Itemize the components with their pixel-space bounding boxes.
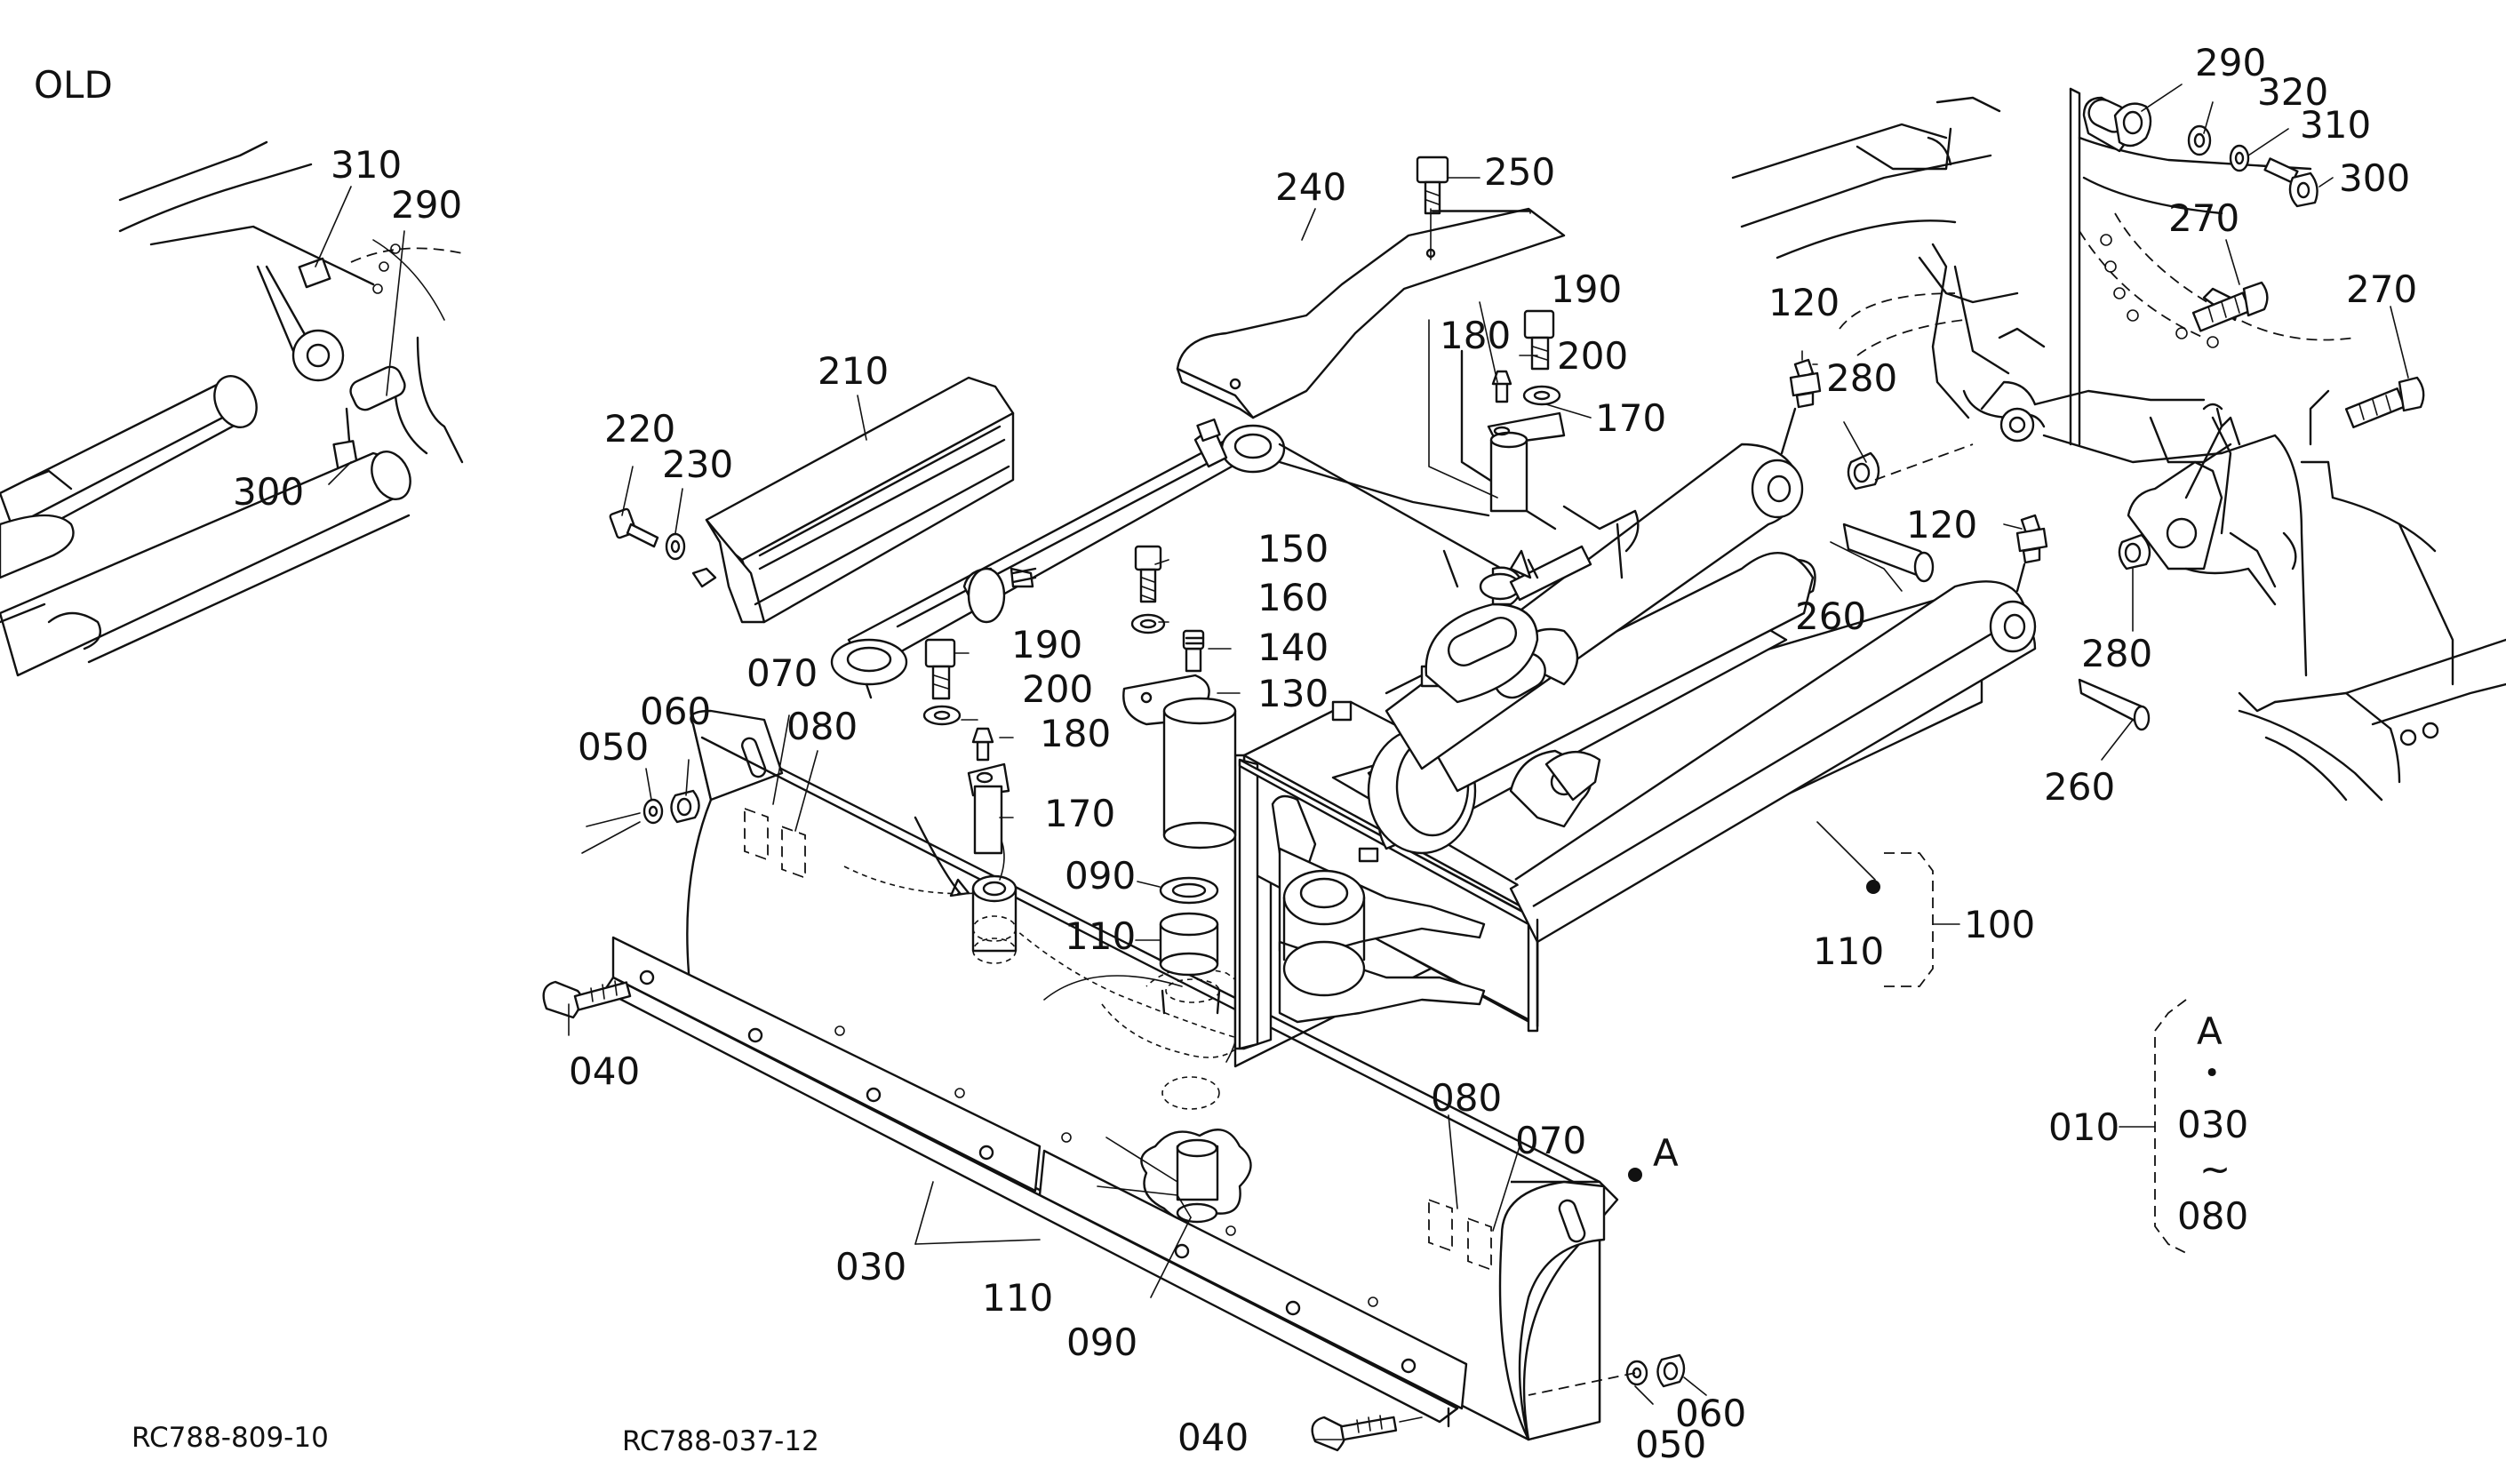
- washer-nut-right: [1528, 1353, 1686, 1396]
- pin-290-assembly: [2082, 96, 2318, 208]
- dozer-blade: [603, 709, 1619, 1441]
- callout-110-bracket: 110: [1813, 929, 1884, 973]
- tilt-cylinder: [830, 418, 1592, 699]
- callout-050-left: 050: [578, 725, 649, 769]
- callout-070-left: 070: [746, 651, 818, 695]
- callout-a: A: [1653, 1131, 1679, 1175]
- callout-030: 030: [835, 1245, 906, 1289]
- washer-nut-left: [581, 789, 700, 854]
- callout-080-right: 080: [1431, 1076, 1502, 1120]
- pivot-bushing-stack: [914, 816, 1018, 964]
- legend-parent-010: 010: [2048, 1105, 2119, 1149]
- legend-tilde: ~: [2199, 1147, 2231, 1191]
- callout-160: 160: [1257, 576, 1329, 619]
- callout-190-left: 190: [1011, 623, 1082, 666]
- callout-050-right: 050: [1635, 1423, 1706, 1466]
- bolt-040-left: [542, 980, 632, 1036]
- bolt-040-bottom: [1311, 1415, 1423, 1452]
- callout-170-left: 170: [1044, 792, 1115, 835]
- grease-fitting-120-right: [2015, 514, 2048, 593]
- callout-070-right: 070: [1515, 1119, 1586, 1162]
- grease-fitting-120-top: [1780, 358, 1822, 455]
- callout-060-right: 060: [1675, 1392, 1746, 1435]
- bolt-270-upper: [2191, 281, 2269, 332]
- callout-110-upper: 110: [1065, 914, 1136, 958]
- callout-120-right: 120: [1906, 503, 1977, 547]
- pivot-pin-170-left: [922, 638, 1010, 855]
- top-cover-plate: [1176, 207, 1566, 419]
- callout-120-top: 120: [1768, 281, 1840, 324]
- callout-220: 220: [604, 407, 675, 451]
- old-callout-300: 300: [233, 470, 304, 514]
- callout-060-left: 060: [640, 690, 711, 733]
- legend-from-030: 030: [2177, 1103, 2248, 1146]
- reference-a-dot: [1628, 1168, 1642, 1182]
- nut-pin-upper: [1842, 443, 1974, 583]
- callout-170-top: 170: [1595, 396, 1666, 440]
- callout-230: 230: [662, 443, 733, 486]
- old-drawing-code: RC788-809-10: [132, 1422, 329, 1454]
- callout-180-left: 180: [1040, 712, 1111, 755]
- callout-280-top: 280: [1826, 356, 1897, 400]
- old-version-inset: OLD 310 290: [0, 63, 464, 1454]
- callout-080-left: 080: [786, 705, 858, 748]
- callout-090-upper: 090: [1065, 854, 1136, 898]
- callout-090-lower: 090: [1066, 1320, 1137, 1364]
- callout-200-left: 200: [1022, 667, 1093, 711]
- callout-130: 130: [1257, 672, 1329, 715]
- callout-100: 100: [1964, 903, 2035, 946]
- old-callout-290: 290: [391, 183, 462, 227]
- bolt-250: [1416, 156, 1449, 215]
- leader-lines: [621, 84, 2409, 1440]
- bushings-upper: [1159, 876, 1221, 1015]
- main-drawing-code: RC788-037-12: [622, 1425, 819, 1457]
- callout-040-left: 040: [569, 1049, 640, 1093]
- callout-250: 250: [1484, 150, 1555, 194]
- callout-210: 210: [818, 349, 889, 393]
- callout-310: 310: [2300, 103, 2371, 147]
- tractor-frame-right: [1731, 87, 2506, 802]
- callout-240: 240: [1275, 165, 1346, 209]
- old-caption: OLD: [34, 63, 113, 107]
- callout-200-top: 200: [1557, 334, 1628, 378]
- callout-260-lower: 260: [2044, 765, 2115, 809]
- callout-290: 290: [2195, 41, 2266, 84]
- dozer-frame: [1233, 443, 2037, 1068]
- callout-140: 140: [1257, 626, 1329, 669]
- callout-300: 300: [2339, 156, 2410, 200]
- legend-to-080: 080: [2177, 1194, 2248, 1238]
- callout-040-bottom: 040: [1177, 1416, 1249, 1459]
- legend-dot: •: [2204, 1057, 2220, 1089]
- bolt-270-right: [2344, 376, 2425, 429]
- callout-320: 320: [2257, 70, 2328, 114]
- pivot-pin-130: [1122, 629, 1237, 850]
- callout-110-lower: 110: [982, 1276, 1053, 1320]
- angle-bracket-210: [691, 376, 1015, 624]
- fasteners-150-160-140: [1130, 545, 1166, 634]
- callout-260-upper: 260: [1795, 594, 1866, 638]
- bracket-100: [1866, 852, 1960, 987]
- nut-pin-lower: [2078, 533, 2151, 731]
- callout-280-lower: 280: [2081, 632, 2152, 675]
- old-callout-310: 310: [331, 143, 402, 187]
- legend-ref-a: A: [2197, 1009, 2223, 1053]
- callout-270-right: 270: [2346, 267, 2417, 311]
- main-assembly: 210 220 230 240 250 190 180 200 170 120 …: [542, 41, 2506, 1466]
- callout-150: 150: [1257, 527, 1329, 570]
- callout-180-top: 180: [1440, 314, 1511, 357]
- bolt-220-washer-230: [609, 507, 686, 561]
- pivot-pin-170-right: [1487, 309, 1566, 513]
- callout-270-upper: 270: [2168, 196, 2239, 240]
- callout-190-top: 190: [1551, 267, 1622, 311]
- assembly-legend: 010 A • 030 ~ 080: [2048, 999, 2248, 1254]
- callout-labels: 210 220 230 240 250 190 180 200 170 120 …: [569, 41, 2417, 1466]
